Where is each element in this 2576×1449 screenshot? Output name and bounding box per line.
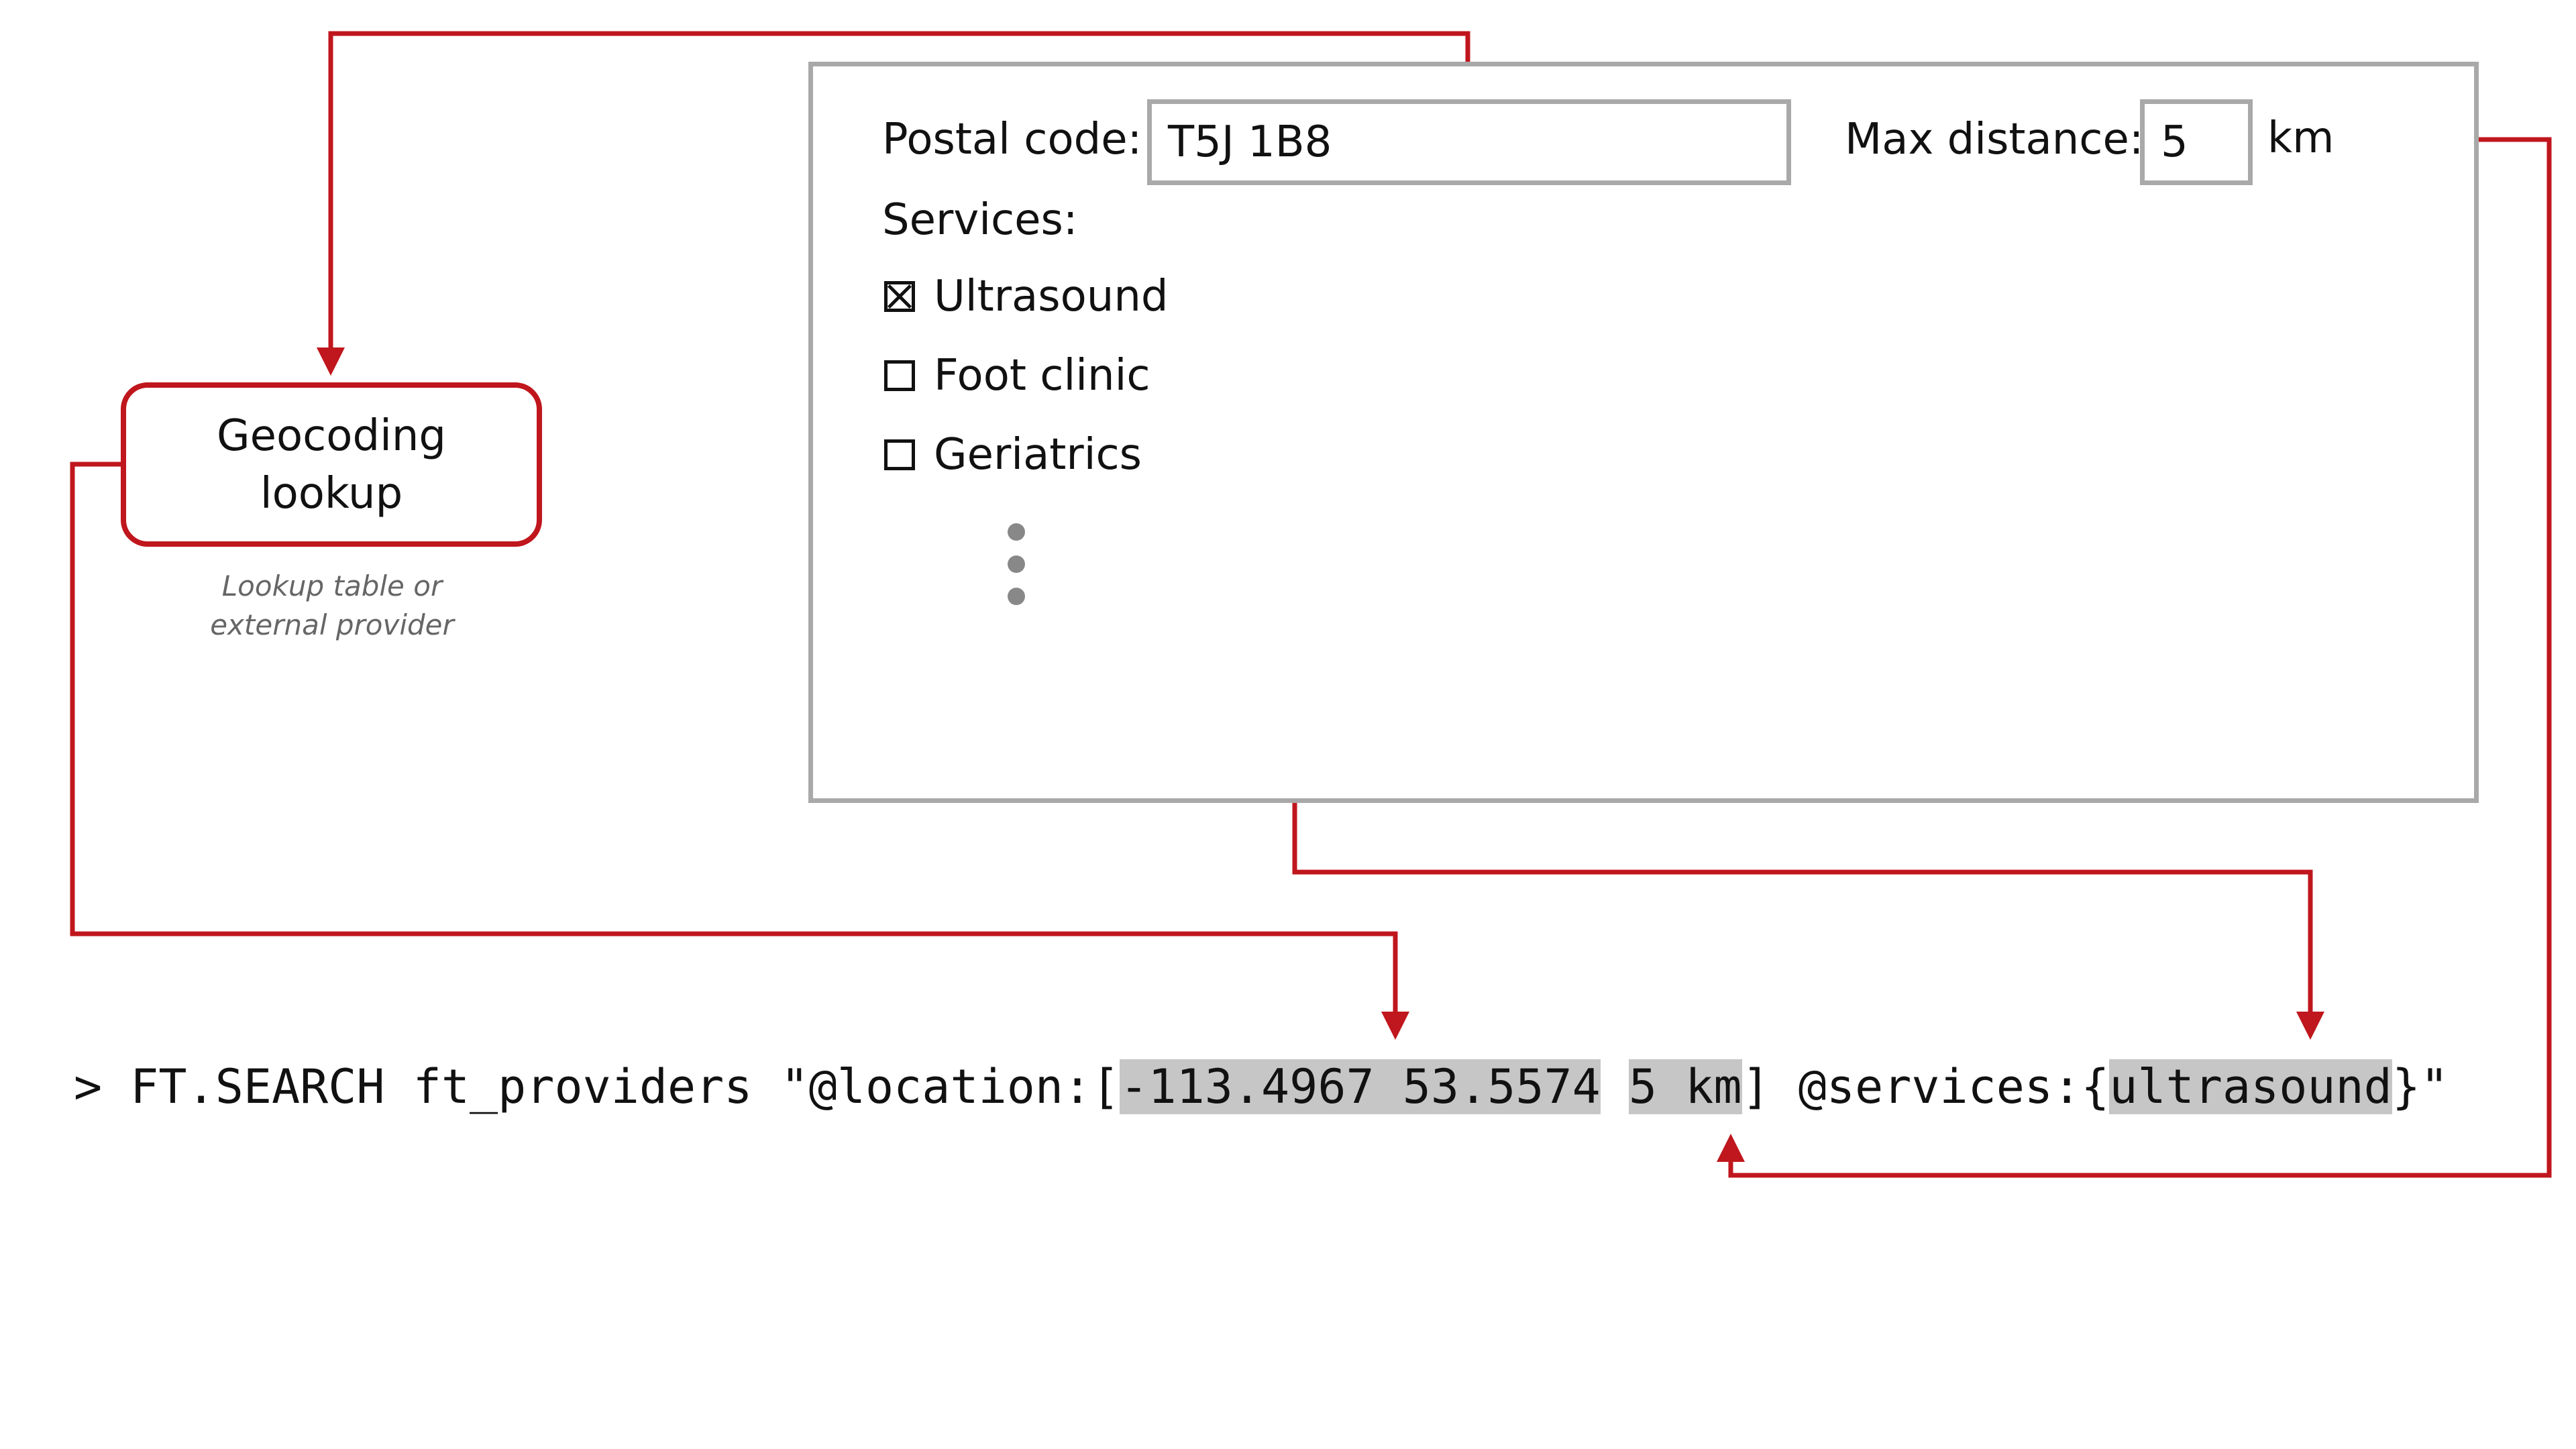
service-highlight: ultrasound	[2109, 1059, 2392, 1114]
checkbox-icon[interactable]	[884, 439, 915, 470]
service-option-ultrasound[interactable]: Ultrasound	[884, 271, 1169, 322]
checkbox-icon[interactable]	[884, 360, 915, 391]
connector-distance-to-radius	[1717, 137, 2552, 1178]
service-option-geriatrics[interactable]: Geriatrics	[884, 429, 1142, 480]
radius-highlight: 5 km	[1628, 1059, 1742, 1114]
services-label: Services:	[882, 195, 1078, 245]
postal-code-label: Postal code:	[882, 115, 1142, 164]
command-suffix: }"	[2392, 1059, 2449, 1114]
service-option-label: Geriatrics	[934, 430, 1142, 480]
distance-unit-label: km	[2267, 113, 2334, 163]
command-prefix: > FT.SEARCH ft_providers "@location:[	[74, 1059, 1120, 1114]
geocoding-lookup-note: Lookup table or external provider	[210, 570, 454, 641]
max-distance-label: Max distance:	[1845, 115, 2144, 164]
service-option-label: Ultrasound	[934, 272, 1169, 321]
geocoding-lookup-title: Geocoding lookup	[216, 411, 447, 519]
search-form-panel	[808, 62, 2479, 803]
service-option-label: Foot clinic	[934, 351, 1150, 400]
command-gap	[1601, 1059, 1629, 1114]
command-middle: ] @services:{	[1741, 1059, 2110, 1114]
max-distance-input[interactable]: 5	[2140, 99, 2253, 185]
ft-search-command: > FT.SEARCH ft_providers "@location:[-11…	[74, 1046, 2449, 1127]
checkbox-checked-icon[interactable]	[884, 281, 915, 312]
connector-geocoding-to-coords	[70, 462, 1409, 1040]
postal-code-input[interactable]: T5J 1B8	[1147, 99, 1791, 185]
service-option-foot-clinic[interactable]: Foot clinic	[884, 350, 1150, 401]
coordinates-highlight: -113.4967 53.5574	[1120, 1059, 1601, 1114]
geocoding-lookup-node: Geocoding lookup	[121, 382, 542, 547]
more-options-icon	[1006, 523, 1026, 620]
